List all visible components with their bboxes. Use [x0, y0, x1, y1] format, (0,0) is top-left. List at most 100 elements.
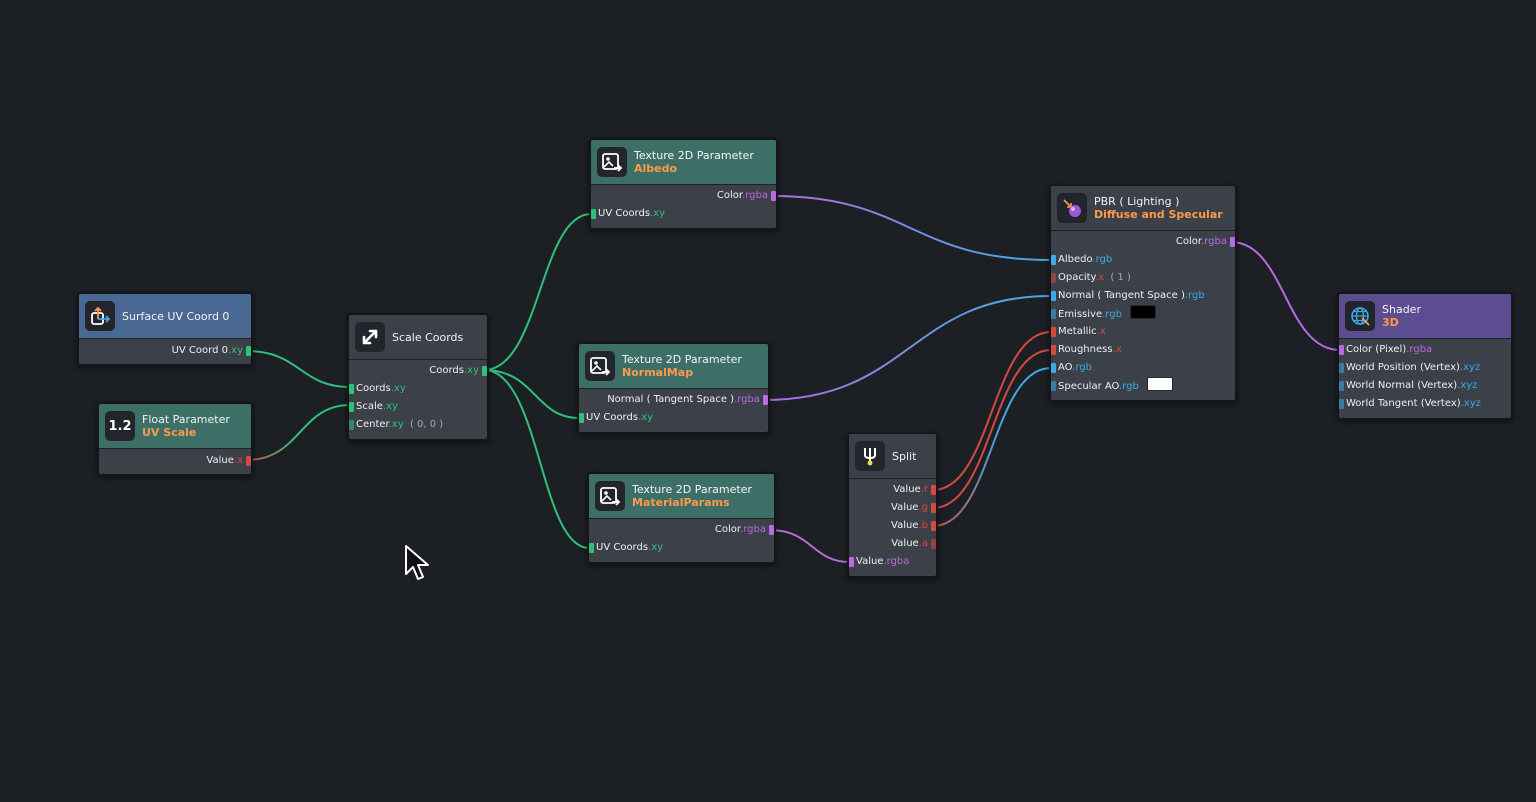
input-port[interactable] [589, 543, 594, 553]
input-pin-uv-coords[interactable]: UV Coords.xy [579, 409, 768, 427]
input-port[interactable] [1051, 381, 1056, 391]
output-pin-color[interactable]: Color.rgba [591, 187, 776, 205]
input-port[interactable] [1051, 255, 1056, 265]
node-texture-albedo[interactable]: Texture 2D Parameter Albedo Color.rgba U… [589, 138, 778, 230]
input-pin-specular-ao[interactable]: Specular AO.rgb [1051, 377, 1235, 395]
wire-scale-to-albedo-uv[interactable] [483, 213, 592, 371]
output-pin-value-b[interactable]: Value.b [849, 517, 936, 535]
input-port[interactable] [349, 402, 354, 412]
input-pin-world-normal[interactable]: World Normal (Vertex).xyz [1339, 377, 1511, 395]
wire-scale-to-normal-uv[interactable] [483, 369, 580, 419]
input-pin-coords[interactable]: Coords.xy [349, 380, 487, 398]
input-port[interactable] [1051, 291, 1056, 301]
input-port[interactable] [579, 413, 584, 423]
output-pin-value-g[interactable]: Value.g [849, 499, 936, 517]
input-port[interactable] [1051, 327, 1056, 337]
node-pbr-lighting[interactable]: PBR ( Lighting ) Diffuse and Specular Co… [1049, 184, 1237, 402]
output-port[interactable] [246, 456, 251, 466]
wire-pbr-to-shader[interactable] [1230, 241, 1341, 351]
input-port[interactable] [1051, 309, 1056, 319]
input-pin-uv-coords[interactable]: UV Coords.xy [589, 539, 774, 557]
output-pin-normal[interactable]: Normal ( Tangent Space ).rgba [579, 391, 768, 409]
input-pin-emissive[interactable]: Emissive.rgb [1051, 305, 1235, 323]
wire-normal-to-pbr[interactable] [763, 295, 1052, 401]
pin-label: Opacity [1058, 272, 1096, 283]
node-surface-uv-coord[interactable]: Surface UV Coord 0 UV Coord 0.xy [77, 292, 253, 366]
output-port[interactable] [931, 521, 936, 531]
input-port[interactable] [1339, 399, 1344, 409]
input-pin-scale[interactable]: Scale.xy [349, 398, 487, 416]
input-pin-world-position[interactable]: World Position (Vertex).xyz [1339, 359, 1511, 377]
output-port[interactable] [931, 539, 936, 549]
node-header[interactable]: Surface UV Coord 0 [79, 294, 251, 339]
input-pin-center[interactable]: Center.xy ( 0, 0 ) [349, 416, 487, 434]
wire-uvcoord-to-scale[interactable] [246, 350, 351, 388]
pin-type: .xy [650, 208, 666, 219]
output-port[interactable] [1230, 237, 1235, 247]
wire-albedo-to-pbr[interactable] [771, 195, 1052, 261]
node-texture-normalmap[interactable]: Texture 2D Parameter NormalMap Normal ( … [577, 342, 770, 434]
input-pin-normal[interactable]: Normal ( Tangent Space ).rgb [1051, 287, 1235, 305]
input-port[interactable] [349, 384, 354, 394]
output-pin-color[interactable]: Color.rgba [1051, 233, 1235, 251]
input-pin-value[interactable]: Value.rgba [849, 553, 936, 571]
node-header[interactable]: Split [849, 434, 936, 479]
wire-scale-to-material-uv[interactable] [483, 369, 590, 549]
specular-ao-color-swatch[interactable] [1147, 377, 1174, 391]
node-float-parameter[interactable]: 1.2 Float Parameter UV Scale Value.x [97, 402, 253, 476]
input-pin-uv-coords[interactable]: UV Coords.xy [591, 205, 776, 223]
input-pin-roughness[interactable]: Roughness.x [1051, 341, 1235, 359]
output-port[interactable] [482, 366, 487, 376]
node-split[interactable]: Split Value.r Value.g Value.b Value.a Va… [847, 432, 938, 578]
input-port[interactable] [1339, 363, 1344, 373]
input-pin-world-tangent[interactable]: World Tangent (Vertex).xyz [1339, 395, 1511, 413]
input-port[interactable] [1051, 273, 1056, 283]
pin-label: Color [716, 190, 743, 201]
pin-label: Value [206, 455, 234, 466]
output-pin-coords[interactable]: Coords.xy [349, 362, 487, 380]
output-pin-color[interactable]: Color.rgba [589, 521, 774, 539]
output-pin-value-a[interactable]: Value.a [849, 535, 936, 553]
output-port[interactable] [931, 503, 936, 513]
output-port[interactable] [771, 191, 776, 201]
output-port[interactable] [931, 485, 936, 495]
output-port[interactable] [763, 395, 768, 405]
input-pin-metallic[interactable]: Metallic.x [1051, 323, 1235, 341]
input-port[interactable] [349, 420, 354, 430]
output-pin-uv-coord[interactable]: UV Coord 0.xy [79, 342, 251, 360]
node-texture-materialparams[interactable]: Texture 2D Parameter MaterialParams Colo… [587, 472, 776, 564]
node-header[interactable]: Scale Coords [349, 315, 487, 360]
node-header[interactable]: Shader 3D [1339, 294, 1511, 339]
input-port[interactable] [1339, 381, 1344, 391]
wire-split-r-to-metallic[interactable] [932, 331, 1052, 491]
input-port[interactable] [1051, 363, 1056, 373]
wire-material-to-split[interactable] [769, 529, 851, 563]
emissive-color-swatch[interactable] [1130, 305, 1157, 319]
input-pin-color-pixel[interactable]: Color (Pixel).rgba [1339, 341, 1511, 359]
output-pin-value[interactable]: Value.x [99, 452, 251, 470]
node-shader-3d[interactable]: Shader 3D Color (Pixel).rgba World Posit… [1337, 292, 1513, 420]
pin-type: .g [918, 502, 928, 513]
input-port[interactable] [591, 209, 596, 219]
output-pin-value-r[interactable]: Value.r [849, 481, 936, 499]
output-port[interactable] [769, 525, 774, 535]
input-pin-albedo[interactable]: Albedo.rgb [1051, 251, 1235, 269]
wire-split-g-to-roughness[interactable] [932, 349, 1052, 509]
node-header[interactable]: Texture 2D Parameter Albedo [591, 140, 776, 185]
wire-split-b-to-ao[interactable] [932, 367, 1052, 527]
input-port[interactable] [1051, 345, 1056, 355]
node-header[interactable]: PBR ( Lighting ) Diffuse and Specular [1051, 186, 1235, 231]
image-icon [595, 481, 625, 511]
node-scale-coords[interactable]: Scale Coords Coords.xy Coords.xy Scale.x… [347, 313, 489, 441]
image-icon [597, 147, 627, 177]
input-pin-opacity[interactable]: Opacity.x ( 1 ) [1051, 269, 1235, 287]
node-header[interactable]: Texture 2D Parameter NormalMap [579, 344, 768, 389]
input-pin-ao[interactable]: AO.rgb [1051, 359, 1235, 377]
wire-uvscale-to-scale[interactable] [246, 404, 351, 461]
input-port[interactable] [849, 557, 854, 567]
node-header[interactable]: Texture 2D Parameter MaterialParams [589, 474, 774, 519]
input-port[interactable] [1339, 345, 1344, 355]
output-port[interactable] [246, 346, 251, 356]
node-header[interactable]: 1.2 Float Parameter UV Scale [99, 404, 251, 449]
